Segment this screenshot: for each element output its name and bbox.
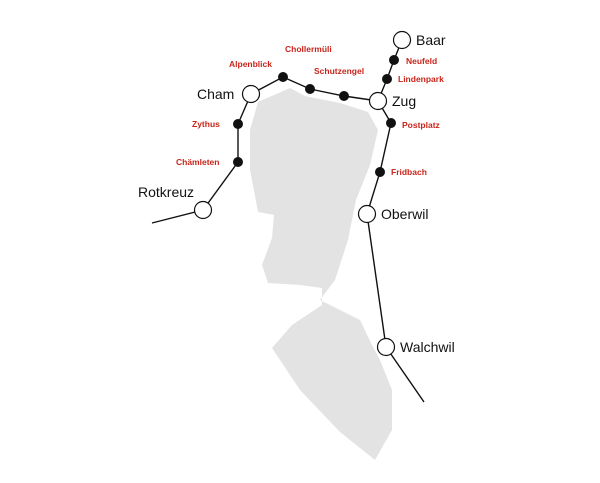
label-fridbach: Fridbach (391, 167, 427, 177)
label-cham: Cham (197, 86, 234, 102)
station-schutzengel[interactable] (339, 91, 349, 101)
label-neufeld: Neufeld (406, 56, 437, 66)
station-alpenblick-dot[interactable] (305, 84, 315, 94)
station-chamleten[interactable] (233, 157, 243, 167)
label-zug: Zug (392, 93, 416, 109)
station-cham[interactable] (241, 84, 261, 104)
label-baar: Baar (416, 32, 446, 48)
label-zythus: Zythus (192, 119, 220, 129)
label-walchwil: Walchwil (400, 339, 455, 355)
label-alpenblick: Alpenblick (229, 59, 272, 69)
station-zythus[interactable] (233, 119, 243, 129)
station-zug[interactable] (368, 91, 388, 111)
station-neufeld[interactable] (389, 55, 399, 65)
label-chamleten: Chämleten (176, 157, 219, 167)
label-schutzengel: Schutzengel (314, 66, 364, 76)
station-oberwil[interactable] (357, 204, 377, 224)
label-oberwil: Oberwil (381, 206, 428, 222)
station-rotkreuz[interactable] (193, 200, 213, 220)
station-postplatz[interactable] (386, 118, 396, 128)
lake-zug (250, 88, 392, 460)
station-fridbach[interactable] (375, 167, 385, 177)
station-walchwil[interactable] (376, 337, 396, 357)
label-lindenpark: Lindenpark (398, 74, 444, 84)
station-chollermuli[interactable] (278, 72, 288, 82)
label-chollermuli: Chollermüli (285, 44, 332, 54)
station-lindenpark[interactable] (382, 74, 392, 84)
station-baar[interactable] (392, 30, 412, 50)
label-rotkreuz: Rotkreuz (138, 184, 194, 200)
label-postplatz: Postplatz (402, 120, 440, 130)
